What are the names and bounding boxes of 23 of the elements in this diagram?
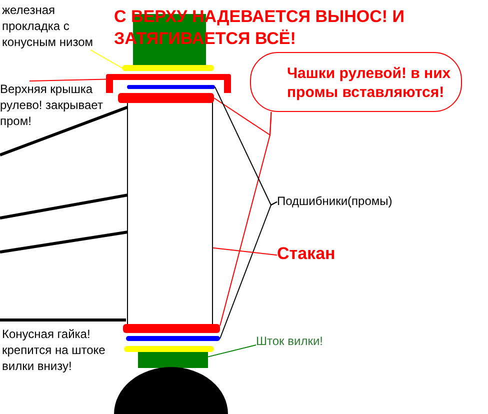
leader-line (220, 201, 278, 339)
leader-line (29, 78, 106, 82)
callout-text: Подшибники(промы) (277, 193, 392, 209)
headset-cup (123, 324, 220, 333)
callout-text: Конусная гайка! крепится на штоке вилки внизу! (2, 326, 120, 374)
leader-line (90, 50, 122, 68)
headset-cup (118, 93, 214, 103)
speech-bubble: Чашки рулевой! в них промы вставляются! (250, 52, 462, 112)
bearing (127, 85, 215, 89)
callout-text: Шток вилки! (256, 333, 323, 349)
washer (122, 65, 214, 71)
leader-line (212, 247, 278, 256)
cone-nut (124, 346, 214, 352)
leader-line (214, 98, 272, 136)
head-tube (127, 101, 213, 327)
leader-line (208, 344, 256, 358)
callout-text: железная прокладка с конусным низом (2, 2, 110, 50)
fork-steerer (138, 352, 208, 368)
callout-text: Стакан (277, 243, 336, 265)
bearing (126, 336, 220, 341)
headset-top-cover (106, 74, 231, 93)
callout-text: Верхняя крышка рулево! закрывает пром! (0, 81, 118, 129)
leader-line (220, 112, 272, 326)
